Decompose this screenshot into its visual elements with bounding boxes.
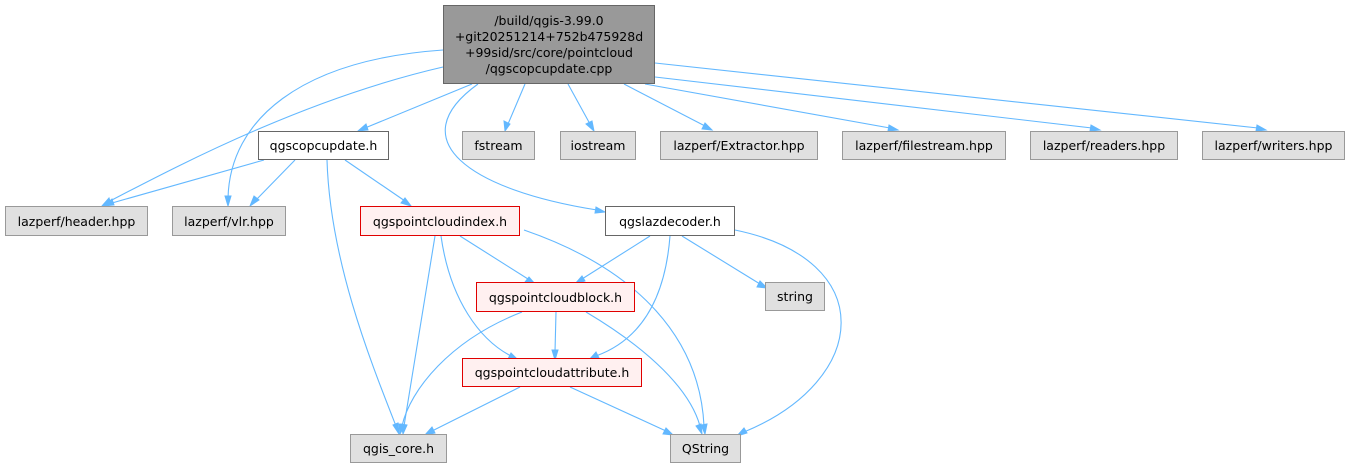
node-lazperf-vlr: lazperf/vlr.hpp [172, 206, 286, 236]
root-line-2: +git20251214+752b475928d [454, 28, 644, 44]
root-file-node: /build/qgis-3.99.0 +git20251214+752b4759… [443, 5, 655, 84]
node-qgslazdecoder-h[interactable]: qgslazdecoder.h [605, 206, 735, 236]
node-qgspointcloudindex-h[interactable]: qgspointcloudindex.h [360, 206, 520, 236]
node-lazperf-extractor: lazperf/Extractor.hpp [660, 131, 818, 160]
node-lazperf-writers: lazperf/writers.hpp [1202, 131, 1345, 160]
node-qgspointcloudblock-h[interactable]: qgspointcloudblock.h [476, 282, 635, 312]
node-qgis-core-h: qgis_core.h [350, 434, 447, 463]
root-line-4: /qgscopcupdate.cpp [485, 60, 613, 76]
node-string: string [765, 282, 825, 311]
node-lazperf-readers: lazperf/readers.hpp [1030, 131, 1178, 160]
root-line-3: +99sid/src/core/pointcloud [465, 44, 633, 60]
node-fstream: fstream [462, 131, 535, 160]
node-qgscopcupdate-h[interactable]: qgscopcupdate.h [258, 131, 389, 160]
root-line-1: /build/qgis-3.99.0 [494, 12, 604, 28]
node-iostream: iostream [560, 131, 636, 160]
node-lazperf-filestream: lazperf/filestream.hpp [842, 131, 1006, 160]
node-qstring: QString [670, 434, 741, 463]
node-qgspointcloudattribute-h[interactable]: qgspointcloudattribute.h [462, 358, 642, 387]
dependency-edges [100, 49, 1268, 437]
node-lazperf-header: lazperf/header.hpp [5, 206, 148, 236]
